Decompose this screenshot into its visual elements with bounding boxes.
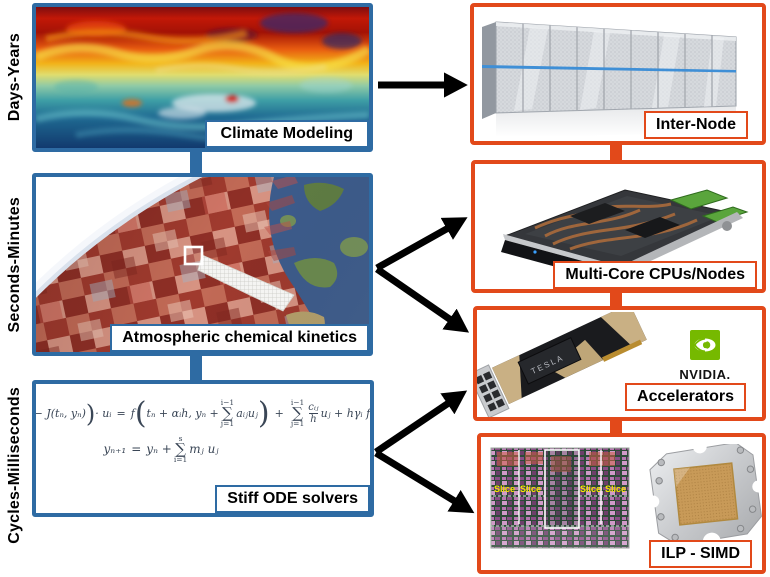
cpu-package-image bbox=[647, 444, 762, 548]
eq-term: tₙ + αᵢh, yₙ + bbox=[146, 407, 219, 420]
sigma: ∑ bbox=[222, 403, 233, 422]
multicore-panel: Multi-Core CPUs/Nodes bbox=[471, 160, 766, 293]
rosenbrock-equation-line1: ( 1 hγ I − J(tₙ, yₙ) ) · uᵢ = f ( tₙ + α… bbox=[36, 396, 370, 431]
globe-grid-image bbox=[36, 177, 369, 352]
rosenbrock-equation-line2: yₙ₊₁ = yₙ + s ∑ i=1 mⱼ uⱼ bbox=[36, 435, 328, 464]
sum-upper: i−1 bbox=[290, 398, 305, 408]
chemical-kinetics-panel: Atmospheric chemical kinetics bbox=[32, 173, 373, 356]
summation: s ∑ i=1 bbox=[174, 435, 187, 464]
paren: ( bbox=[134, 396, 147, 431]
stiff-ode-panel: ( 1 hγ I − J(tₙ, yₙ) ) · uᵢ = f ( tₙ + α… bbox=[32, 380, 374, 517]
slice-label: Slice bbox=[520, 484, 541, 494]
caption-text: Climate Modeling bbox=[220, 125, 353, 142]
climate-modeling-panel: Climate Modeling bbox=[32, 3, 373, 152]
arrow-ode-to-accelerators bbox=[374, 390, 468, 455]
caption-ilp-simd: ILP - SIMD bbox=[649, 540, 752, 568]
eq-term: mⱼ uⱼ bbox=[189, 442, 219, 457]
fraction: cᵢⱼ h bbox=[308, 402, 318, 425]
inter-node-panel: Inter-Node bbox=[470, 3, 766, 145]
caption-text: Inter-Node bbox=[656, 116, 736, 133]
orange-connector-1 bbox=[610, 141, 622, 164]
summation: i−1 ∑ j=1 bbox=[291, 399, 304, 428]
accelerators-panel: TESLA NVIDIA. Accelerators bbox=[473, 306, 766, 421]
gpu-card-image: TESLA bbox=[477, 312, 647, 417]
equals-sign: = bbox=[131, 442, 142, 457]
eq-term: I − J(tₙ, yₙ) bbox=[33, 407, 86, 420]
sum-lower: j=1 bbox=[220, 419, 235, 429]
ilp-simd-panel: Slice Slice Slice Slice bbox=[477, 433, 766, 574]
caption-text: Multi-Core CPUs/Nodes bbox=[565, 266, 745, 283]
slice-label: Slice bbox=[605, 484, 626, 494]
supercomputer-racks-image bbox=[482, 21, 737, 137]
cpu-die-shot-image: Slice Slice Slice Slice bbox=[490, 447, 630, 549]
sum-lower: i=1 bbox=[173, 455, 188, 464]
eq-term: yₙ₊₁ bbox=[103, 442, 127, 457]
equals-sign: = bbox=[116, 407, 126, 420]
caption-chemical-kinetics: Atmospheric chemical kinetics bbox=[110, 324, 369, 352]
caption-multicore: Multi-Core CPUs/Nodes bbox=[553, 261, 757, 289]
slice-label: Slice bbox=[494, 484, 515, 494]
denominator: h bbox=[309, 413, 318, 425]
sum-lower: j=1 bbox=[290, 419, 305, 429]
eq-term: · uᵢ bbox=[95, 407, 112, 420]
caption-stiff-ode: Stiff ODE solvers bbox=[215, 485, 370, 513]
summation: i−1 ∑ j=1 bbox=[221, 399, 234, 428]
scale-label-text: Seconds-Minutes bbox=[6, 196, 23, 333]
scale-label-text: Cycles-Milliseconds bbox=[6, 386, 23, 544]
sigma: ∑ bbox=[292, 403, 303, 422]
paren: ) bbox=[257, 396, 270, 431]
scale-label-text: Days-Years bbox=[6, 33, 23, 122]
eq-term: f bbox=[130, 407, 135, 420]
orange-connector-3 bbox=[610, 417, 622, 437]
plus-sign: + bbox=[274, 407, 284, 420]
paren: ) bbox=[85, 399, 96, 428]
nvidia-brand-text: NVIDIA. bbox=[679, 367, 731, 382]
blue-connector-1 bbox=[190, 148, 202, 177]
blue-connector-2 bbox=[190, 352, 202, 384]
nvidia-logo: NVIDIA. bbox=[673, 330, 737, 382]
numerator: cᵢⱼ bbox=[308, 402, 319, 413]
eq-term: uⱼ + hγᵢ fₜ(tₙ, yₙ) bbox=[320, 407, 373, 420]
scale-label-seconds-minutes: Seconds-Minutes bbox=[0, 173, 30, 356]
caption-inter-node: Inter-Node bbox=[644, 111, 748, 139]
caption-text: Accelerators bbox=[637, 388, 734, 405]
slice-label: Slice bbox=[580, 484, 601, 494]
arrow-ode-to-ilp-simd bbox=[374, 450, 475, 514]
caption-text: ILP - SIMD bbox=[661, 545, 740, 562]
caption-climate-modeling: Climate Modeling bbox=[204, 120, 369, 148]
sum-upper: i−1 bbox=[220, 398, 235, 408]
sum-upper: s bbox=[178, 434, 183, 443]
sigma: ∑ bbox=[175, 439, 186, 458]
caption-text: Stiff ODE solvers bbox=[227, 490, 358, 507]
scale-label-cycles-milliseconds: Cycles-Milliseconds bbox=[0, 360, 30, 570]
arrow-kinetics-to-accelerators bbox=[375, 266, 470, 333]
orange-connector-2 bbox=[610, 289, 622, 310]
eq-term: aᵢⱼuⱼ bbox=[236, 407, 258, 420]
eq-term: yₙ + bbox=[146, 442, 172, 457]
arrow-kinetics-to-multicore bbox=[375, 217, 468, 272]
scale-label-days-years: Days-Years bbox=[0, 3, 30, 152]
caption-accelerators: Accelerators bbox=[625, 383, 746, 411]
nvidia-eye-icon bbox=[690, 330, 720, 360]
caption-text: Atmospheric chemical kinetics bbox=[122, 329, 357, 346]
